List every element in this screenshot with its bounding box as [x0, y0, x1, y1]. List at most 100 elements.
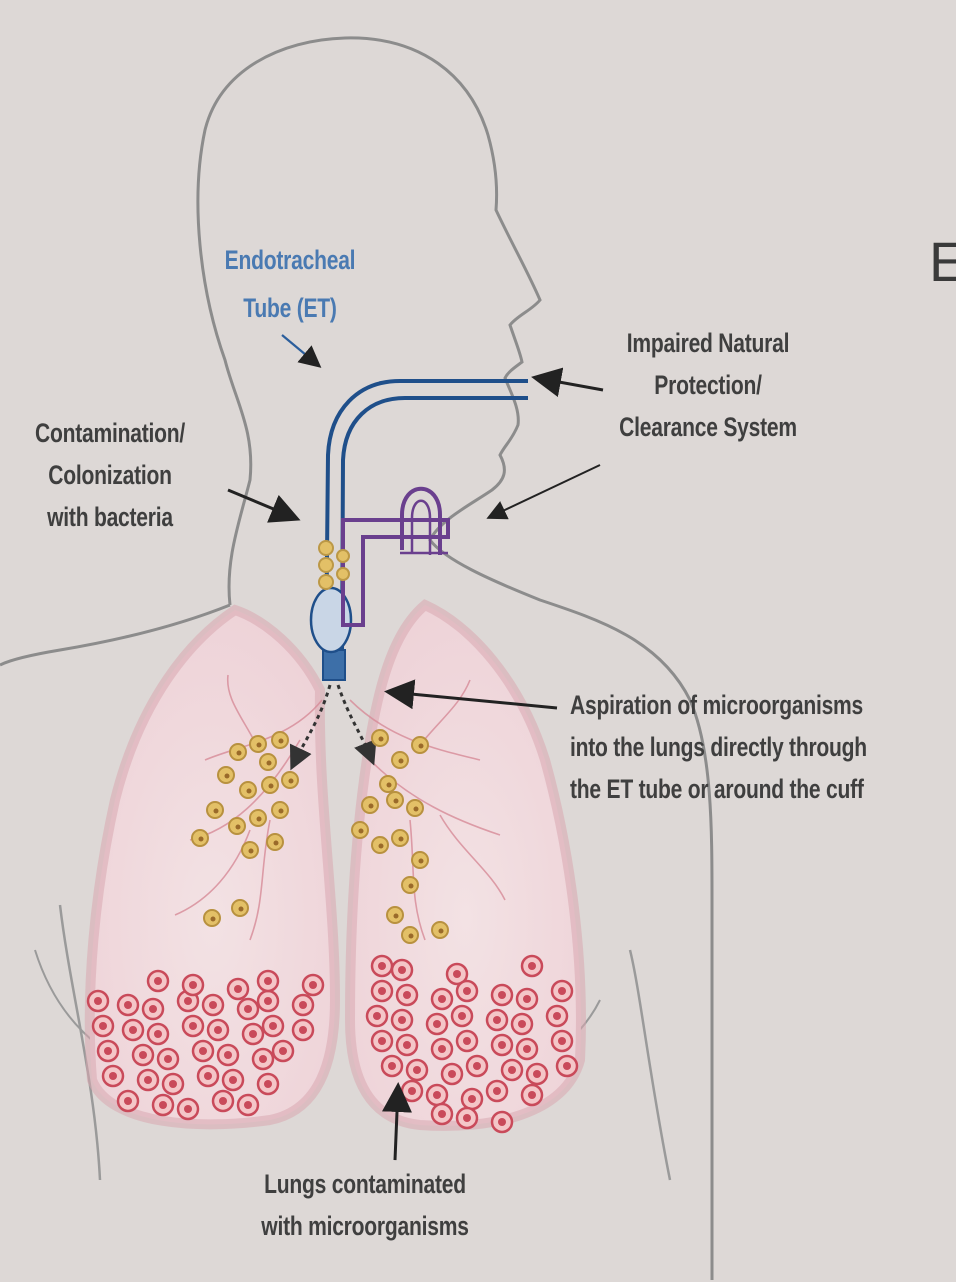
bacterium-nucleus	[473, 1062, 481, 1070]
bacterium-nucleus	[154, 977, 162, 985]
bacterium-nucleus	[458, 1012, 466, 1020]
bacterium-nucleus	[309, 981, 317, 989]
bacterium-nucleus	[528, 1091, 536, 1099]
bacterium-nucleus	[214, 1026, 222, 1034]
bacterium-core	[249, 849, 254, 854]
bacterium-nucleus	[453, 970, 461, 978]
bacterium-nucleus	[189, 1022, 197, 1030]
bacterium-nucleus	[154, 1030, 162, 1038]
bacterium-core	[247, 789, 252, 794]
bacterium-nucleus	[219, 1097, 227, 1105]
bacterium-nucleus	[124, 1097, 132, 1105]
bacterium-nucleus	[144, 1076, 152, 1084]
bacterium-nucleus	[164, 1055, 172, 1063]
bacterium-nucleus	[299, 1001, 307, 1009]
bacterium-nucleus	[528, 962, 536, 970]
bacterium-core	[399, 759, 404, 764]
bacterium-nucleus	[463, 1114, 471, 1122]
bacterium-nucleus	[493, 1087, 501, 1095]
bacterium-nucleus	[373, 1012, 381, 1020]
bacterium-nucleus	[259, 1055, 267, 1063]
bacterium-core	[257, 743, 262, 748]
bacterium-core	[394, 799, 399, 804]
bacterium-core	[211, 917, 216, 922]
bacterium-nucleus	[159, 1101, 167, 1109]
bacterium-nucleus	[184, 997, 192, 1005]
bacterium-core	[394, 914, 399, 919]
bacterium-core	[257, 817, 262, 822]
bacterium-core	[279, 739, 284, 744]
bacterium-nucleus	[129, 1026, 137, 1034]
bacterium-nucleus	[244, 1005, 252, 1013]
bacterium-nucleus	[398, 1016, 406, 1024]
bacterium-nucleus	[378, 962, 386, 970]
bacterium-core	[239, 907, 244, 912]
bacterium-core	[359, 829, 364, 834]
lungs-contaminated-label: Lungs contaminated with microorganisms	[248, 1163, 482, 1247]
impaired-protection-label: Impaired Natural Protection/ Clearance S…	[607, 322, 810, 448]
arrow-contamination	[228, 490, 295, 518]
bacterium-core	[387, 783, 392, 788]
bacterium-nucleus	[558, 1037, 566, 1045]
bacterium-core	[379, 737, 384, 742]
bacterium-core	[409, 884, 414, 889]
bacterium-nucleus	[269, 1022, 277, 1030]
arrow-impaired-protection	[537, 378, 603, 390]
bacterium-core	[369, 804, 374, 809]
bacterium-nucleus	[299, 1026, 307, 1034]
aspiration-label: Aspiration of microorganisms into the lu…	[570, 684, 944, 810]
bacterium-nucleus	[493, 1016, 501, 1024]
bacterium-nucleus	[433, 1020, 441, 1028]
bacterium-core	[225, 774, 230, 779]
bacterium-nucleus	[249, 1030, 257, 1038]
bacterium-core	[419, 744, 424, 749]
bacterium-nucleus	[408, 1087, 416, 1095]
bacterium-nucleus	[463, 987, 471, 995]
bacterium-nucleus	[224, 1051, 232, 1059]
bacterium-nucleus	[533, 1070, 541, 1078]
bacterium-core	[269, 784, 274, 789]
bacterium-nucleus	[403, 1041, 411, 1049]
bacterium-nucleus	[388, 1062, 396, 1070]
bacterium-core	[419, 859, 424, 864]
bacterium-nucleus	[523, 1045, 531, 1053]
bacterium-core	[409, 934, 414, 939]
bacterium-nucleus	[498, 991, 506, 999]
bacterium-nucleus	[124, 1001, 132, 1009]
bacterium-nucleus	[109, 1072, 117, 1080]
bacterium-core	[274, 841, 279, 846]
bacterium-nucleus	[378, 987, 386, 995]
right-torso-line	[630, 950, 670, 1180]
bacterium-core	[279, 809, 284, 814]
et-tube-tip	[323, 650, 345, 680]
bacterium-nucleus	[508, 1066, 516, 1074]
bacterium-nucleus	[149, 1005, 157, 1013]
endotracheal-tube-label: Endotracheal Tube (ET)	[208, 236, 372, 332]
bacterium-nucleus	[139, 1051, 147, 1059]
bacterium-core	[379, 844, 384, 849]
bacterium-nucleus	[553, 1012, 561, 1020]
arrow-et-label	[282, 335, 318, 365]
bacterium-nucleus	[104, 1047, 112, 1055]
contamination-label: Contamination/ Colonization with bacteri…	[16, 412, 203, 538]
bacterium-nucleus	[234, 985, 242, 993]
bacterium-nucleus	[264, 977, 272, 985]
bacterium-nucleus	[199, 1047, 207, 1055]
bacterium-nucleus	[378, 1037, 386, 1045]
bacterium-nucleus	[184, 1105, 192, 1113]
bacterium-nucleus	[558, 987, 566, 995]
cropped-heading-letter: E	[929, 232, 956, 292]
bacterium-nucleus	[99, 1022, 107, 1030]
bacterium-core	[237, 751, 242, 756]
bacterium-nucleus	[438, 1045, 446, 1053]
bacterium-nucleus	[433, 1091, 441, 1099]
bacterium-nucleus	[94, 997, 102, 1005]
bacterium-nucleus	[264, 1080, 272, 1088]
bacterium-nucleus	[244, 1101, 252, 1109]
bacterium-core	[236, 825, 241, 830]
bacterium-nucleus	[229, 1076, 237, 1084]
bacterium-nucleus	[398, 966, 406, 974]
bacterium-nucleus	[468, 1095, 476, 1103]
bacterium-nucleus	[498, 1118, 506, 1126]
